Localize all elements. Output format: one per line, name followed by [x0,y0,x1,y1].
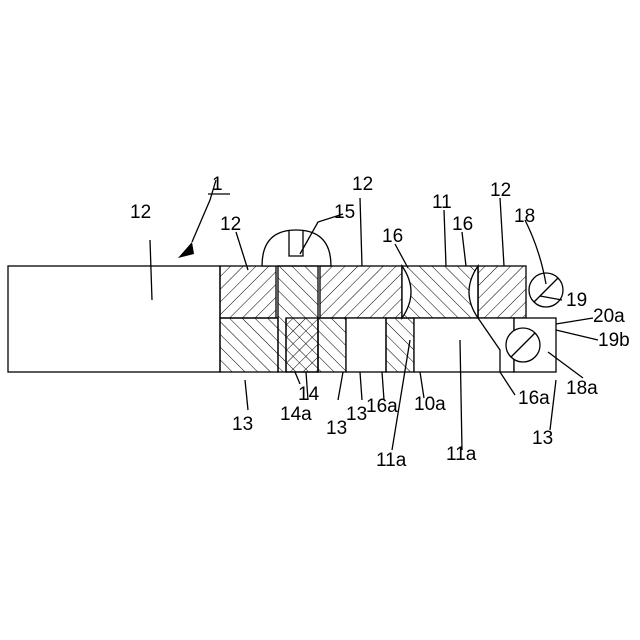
label-lower-13-a: 13 [232,414,253,435]
label-lower-13-b: 13 [326,418,347,439]
label-lower-13-c: 13 [346,404,367,425]
label-insert-14: 14 [298,384,320,405]
label-face-11a-a: 11a [376,450,407,471]
label-face-16a-b: 16a [518,388,550,409]
label-screw: 15 [334,202,355,223]
label-seat-a: 16 [382,226,403,247]
label-plate-a: 12 [220,214,241,235]
label-face-16a-a: 16a [366,396,398,417]
label-piece-11: 11 [432,192,452,213]
label-pin-18: 18 [514,206,535,227]
assembly-arrow [178,242,194,258]
label-plate-c: 12 [490,180,511,201]
label-lower-13-d: 13 [532,428,553,449]
piece-11 [402,266,478,318]
label-plate-left: 12 [130,202,151,223]
upper-block-12-left [220,266,276,318]
label-plate-b: 12 [352,174,373,195]
screw-head [262,230,331,266]
upper-block-12-mid [320,266,402,318]
label-part-19b: 19b [598,330,630,351]
label-face-10a: 10a [414,394,446,415]
label-part-19: 19 [566,290,587,311]
label-insert-14a: 14a [280,404,312,425]
label-assembly: 1 [212,174,223,195]
left-body [8,266,220,372]
lower-gap [346,318,386,372]
label-face-11a-b: 11a [446,444,477,465]
upper-block-12-right [478,266,526,318]
insert-14 [286,318,318,372]
lower-block-13-left [220,318,278,372]
lower-block-13-mid [318,318,346,372]
label-seat-b: 16 [452,214,473,235]
label-part-20a: 20a [593,306,625,327]
region-10a [414,318,514,372]
label-part-18a: 18a [566,378,598,399]
